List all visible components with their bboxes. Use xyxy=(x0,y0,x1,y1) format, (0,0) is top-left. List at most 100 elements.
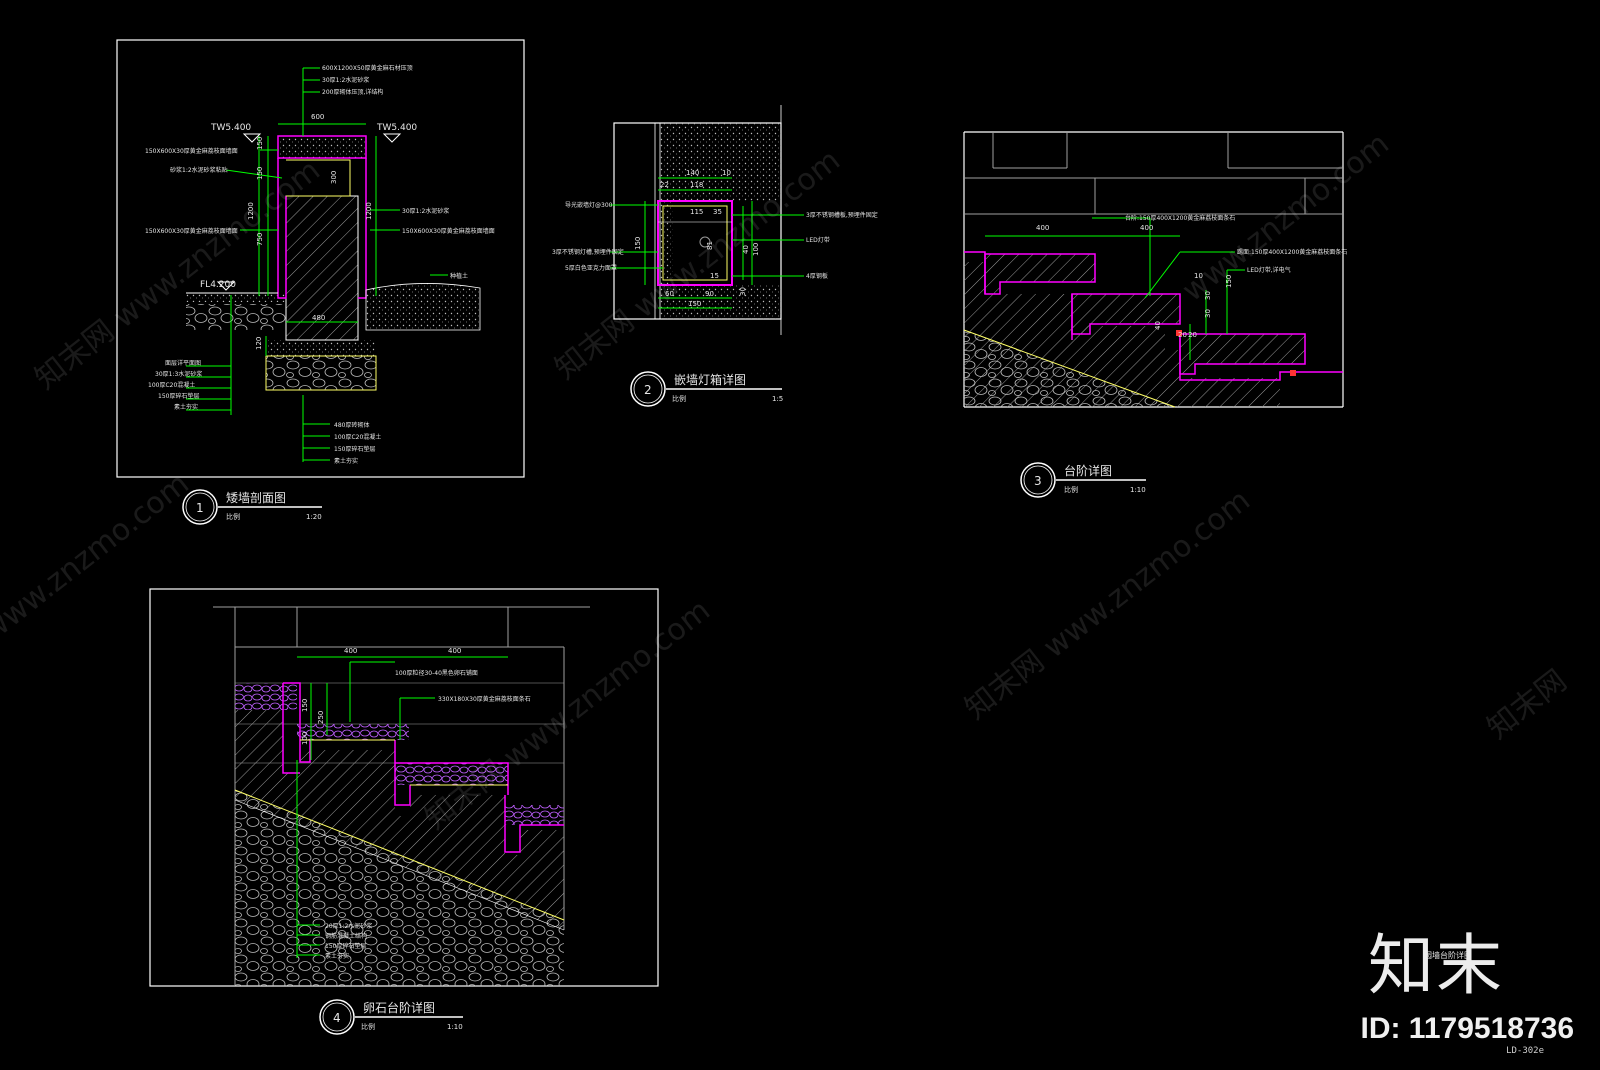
d1-note-right-3: 种植土 xyxy=(450,272,468,280)
d3-tread-3 xyxy=(1179,333,1306,375)
d4-pebble-2 xyxy=(297,724,409,740)
d4-dim-3: 150 xyxy=(301,699,309,712)
d1-note-top-1: 600X1200X50厚黄金麻石材压顶 xyxy=(322,64,413,72)
d2-dim-b3: 30 xyxy=(739,287,747,296)
d1-note-b-1: 480厚砖砌体 xyxy=(334,421,369,429)
d1-width-top: 600 xyxy=(311,113,324,121)
d2-wall-bottom xyxy=(673,285,781,319)
d1-note-bl-5: 素土夯实 xyxy=(174,403,198,411)
d1-note-bl-2: 30厚1:3水泥砂浆 xyxy=(155,370,202,378)
d4-gravel xyxy=(235,790,564,986)
d3-note-1: 台阶:150厚400X1200黄金麻荔枝面条石 xyxy=(1125,214,1235,222)
d2-note-l1: 导光嵌墙灯@300 xyxy=(565,201,613,209)
d3-dim-9: 20 xyxy=(1188,331,1197,339)
d3-scale: 1:10 xyxy=(1130,486,1146,494)
d2-dim-s1: 150 xyxy=(634,237,642,250)
d1-floor-elev: FL4.200 xyxy=(200,280,236,290)
sheet-number: LD-302e xyxy=(1506,1046,1544,1056)
d1-dim-c: 750 xyxy=(256,233,264,246)
d4-dim-5: 100 xyxy=(301,732,309,745)
detail-1-frame xyxy=(116,39,525,478)
d3-note-3: LED灯带,详电气 xyxy=(1247,266,1291,274)
d2-dim-s3: 15 xyxy=(710,272,719,280)
d1-coping xyxy=(277,135,367,159)
detail-3-step: 400 400 150 10 20 30 30 40 20 台阶:150厚400… xyxy=(963,131,1347,498)
d2-wall-top xyxy=(673,123,781,201)
d2-dim-s4: 40 xyxy=(742,245,750,254)
d3-scale-label: 比例 xyxy=(1064,485,1078,494)
d2-steel-box xyxy=(657,200,733,286)
d1-note-b-4: 素土夯实 xyxy=(334,457,358,465)
d1-title: 矮墙剖面图 xyxy=(226,491,286,505)
d1-circle-num: 1 xyxy=(196,501,204,515)
d2-dim-t6: 35 xyxy=(713,208,722,216)
d1-core xyxy=(286,159,351,197)
d4-note-t2: 330X180X30厚黄金麻荔枝面条石 xyxy=(438,695,531,703)
d4-note-b2: 钢筋混凝土结构 xyxy=(325,932,367,940)
d2-dim-t4: 10 xyxy=(722,169,731,177)
d1-note-left-2: 砂浆1:2水泥砂浆粘贴 xyxy=(170,166,228,174)
d1-note-bl-1: 面层详平面图 xyxy=(165,359,201,367)
d1-dim-d: 1200 xyxy=(247,202,255,220)
d2-dim-t1: 140 xyxy=(686,169,699,177)
d3-note-2: 踢面:150厚400X1200黄金麻荔枝面条石 xyxy=(1237,248,1347,256)
d1-note-b-3: 150厚碎石垫层 xyxy=(334,445,375,453)
d4-edge-2 xyxy=(394,740,509,806)
d1-notes-bottom: 480厚砖砌体 100厚C20混凝土 150厚碎石垫层 素土夯实 xyxy=(303,421,381,465)
detail-4-pebble-step: 400 400 150 250 100 100厚粒径30-40黑色卵石铺面 33… xyxy=(149,588,659,1035)
d1-note-bl-3: 100厚C20混凝土 xyxy=(148,381,195,389)
d4-note-t1: 100厚粒径30-40黑色卵石铺面 xyxy=(395,669,478,677)
d4-note-b4: 素土夯实 xyxy=(325,952,349,960)
d3-led-2 xyxy=(1290,370,1296,376)
d1-elev-left: TW5.400 xyxy=(210,123,251,133)
d1-note-top-2: 30厚1:2水泥砂浆 xyxy=(322,76,369,84)
d2-note-r2: LED灯带 xyxy=(806,236,830,244)
d2-dim-s2: 81 xyxy=(706,241,714,250)
d4-dim-2: 400 xyxy=(448,647,461,655)
d2-dim-s5: 100 xyxy=(752,243,760,256)
d4-pebble-3 xyxy=(395,763,508,785)
d3-dim-3: 150 xyxy=(1225,275,1233,288)
d4-edge-1 xyxy=(282,682,311,774)
d3-led-1 xyxy=(1176,330,1182,336)
d1-concrete-base xyxy=(266,340,376,356)
detail-1-wall-section: TW5.400 TW5.400 FL4.200 600 480 150 150 … xyxy=(116,39,525,525)
d1-note-right-2: 150X600X30厚黄金麻荔枝面墙面 xyxy=(402,227,495,235)
d4-circle-num: 4 xyxy=(333,1011,341,1025)
d4-dim-4: 250 xyxy=(317,711,325,724)
d2-title-circle xyxy=(630,371,666,407)
d1-scale: 1:20 xyxy=(306,513,322,521)
d2-note-r1: 3厚不锈钢槽板,预埋件固定 xyxy=(806,211,878,219)
stamp-text: 园墙台阶详图 xyxy=(1424,950,1472,960)
d3-dim-1: 400 xyxy=(1036,224,1049,232)
d3-dim-5: 20 xyxy=(1178,331,1187,339)
d2-inner-box xyxy=(662,205,728,281)
brand-logo: 知末 xyxy=(1368,927,1504,1004)
d1-dim-a: 150 xyxy=(256,137,264,150)
d1-mortar-left xyxy=(186,294,286,302)
d4-pebble-1 xyxy=(235,683,297,710)
d3-dim-4: 10 xyxy=(1194,272,1203,280)
d1-title-circle xyxy=(182,489,218,525)
d3-dim-6: 30 xyxy=(1204,291,1212,300)
d1-dim-b: 150 xyxy=(256,167,264,180)
d1-note-bl-4: 150厚碎石垫层 xyxy=(158,392,199,400)
d2-circle-num: 2 xyxy=(644,383,652,397)
d1-note-right-1: 30厚1:2水泥砂浆 xyxy=(402,207,449,215)
d4-note-b1: 20厚1:2水泥砂浆 xyxy=(325,922,372,930)
d4-title: 卵石台阶详图 xyxy=(363,1000,435,1015)
d1-gravel-left xyxy=(186,304,286,330)
d1-scale-label: 比例 xyxy=(226,512,240,521)
d1-dim-g: 120 xyxy=(255,337,263,350)
d2-led xyxy=(699,236,711,248)
d1-note-top-3: 200厚砌体压顶,详结构 xyxy=(322,88,383,96)
d3-title: 台阶详图 xyxy=(1064,463,1112,478)
d2-dim-b1: 60 xyxy=(665,290,674,298)
d3-circle-num: 3 xyxy=(1034,474,1042,488)
d4-scale: 1:10 xyxy=(447,1023,463,1031)
d2-dim-b4: 150 xyxy=(688,300,701,308)
d4-dim-1: 400 xyxy=(344,647,357,655)
d2-note-r3: 4厚钢板 xyxy=(806,272,828,280)
d3-dim-2: 400 xyxy=(1140,224,1153,232)
d2-scale-label: 比例 xyxy=(672,394,686,403)
